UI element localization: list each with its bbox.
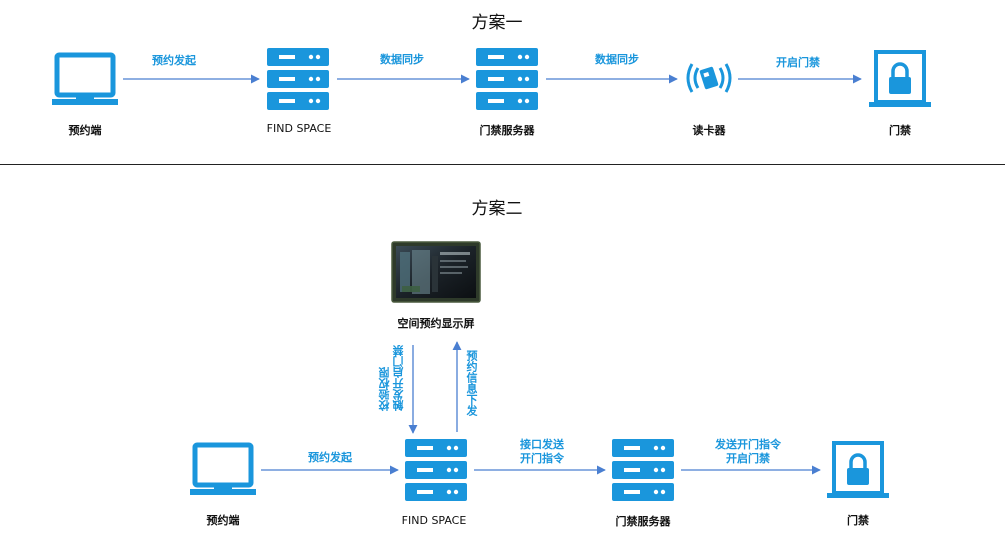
- edge-label: 预约发起: [152, 54, 196, 67]
- door-lock-icon: [869, 50, 931, 107]
- scheme1-title: 方案一: [471, 13, 523, 33]
- edge-label-line1: 预约信息下发: [465, 350, 478, 416]
- edge-label: 数据同步: [595, 53, 639, 66]
- edge-label-line1: 预约发起: [308, 451, 352, 464]
- vertical-edge-label-up: 预约信息下发: [464, 350, 478, 416]
- node-label: 读卡器: [692, 124, 726, 137]
- node-label: 空间预约显示屏: [397, 317, 475, 330]
- laptop-icon: [190, 442, 256, 495]
- scheme2-title: 方案二: [471, 199, 523, 219]
- laptop-icon: [52, 52, 118, 105]
- display-screen-icon: [391, 241, 481, 303]
- node-label: 门禁: [847, 514, 869, 527]
- node-label: 预约端: [206, 514, 240, 527]
- edge-label-line1: 接口发送: [520, 438, 564, 451]
- node-label: 预约端: [68, 124, 102, 137]
- section-divider: [0, 164, 1005, 165]
- edge-label-line1: 发送开门指令: [715, 438, 781, 451]
- server-icon: [612, 439, 674, 501]
- edge-label: 开启门禁: [776, 56, 820, 69]
- edge-label: 接口发送 开门指令: [482, 438, 602, 466]
- server-icon: [267, 48, 329, 110]
- server-icon: [476, 48, 538, 110]
- node-label: 门禁服务器: [479, 124, 535, 137]
- edge-label: 发送开门指令 开启门禁: [688, 438, 808, 466]
- edge-label: 预约发起: [270, 451, 390, 465]
- node-label: 门禁服务器: [615, 515, 671, 528]
- door-lock-icon: [827, 441, 889, 498]
- edge-label-line2: 开启门禁: [726, 452, 770, 465]
- server-icon: [405, 439, 467, 501]
- node-label: FIND SPACE: [401, 514, 467, 527]
- card-reader-icon: [686, 63, 732, 93]
- node-label: 门禁: [889, 124, 911, 137]
- edge-label: 数据同步: [380, 53, 424, 66]
- node-label: FIND SPACE: [266, 122, 332, 135]
- edge-label-line2: 开门指令: [520, 452, 564, 465]
